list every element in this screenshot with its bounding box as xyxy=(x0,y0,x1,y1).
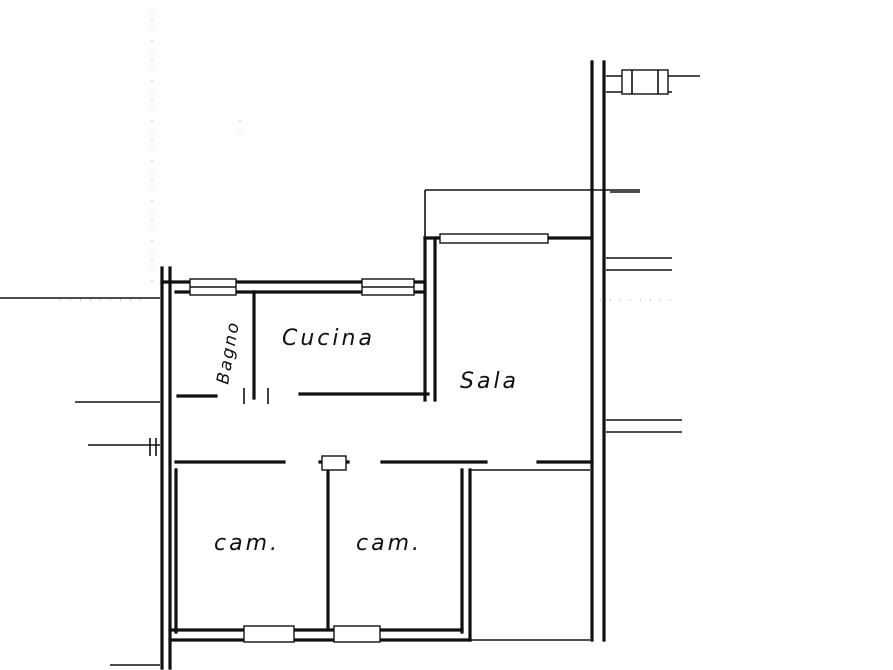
label-sala: Sala xyxy=(460,369,519,394)
reference-lines xyxy=(0,75,700,666)
label-cucina: Cucina xyxy=(282,326,375,351)
label-camera-2: cam. xyxy=(356,531,422,556)
openings xyxy=(149,69,669,643)
label-camera-1: cam. xyxy=(214,531,280,556)
room-labels: Bagno Cucina Sala cam. cam. xyxy=(213,319,519,556)
label-bagno: Bagno xyxy=(213,319,244,386)
construction-lines xyxy=(60,10,680,301)
